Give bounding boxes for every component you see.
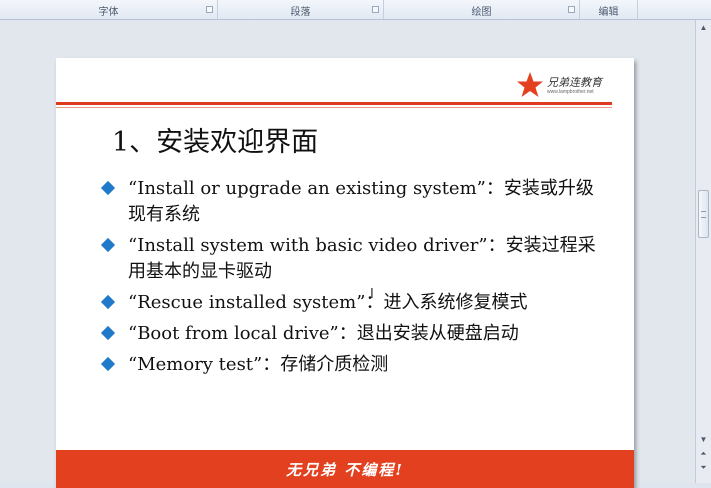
slide-title: 1、安装欢迎界面 (112, 127, 319, 158)
bullet-item: “Install or upgrade an existing system”：… (100, 176, 601, 228)
bullet-item: “Boot from local drive”：退出安装从硬盘启动 (100, 321, 601, 347)
footer-banner: 无兄弟 不编程! (56, 450, 634, 488)
ribbon-group-drawing: 绘图 (384, 0, 580, 19)
text-cursor-icon: I (370, 287, 374, 302)
bullet-item: “Rescue installed system”：进入系统修复模式 (100, 290, 601, 316)
dialog-launcher-icon[interactable] (206, 6, 213, 13)
slide-canvas[interactable]: 兄弟连教育 www.lampbrother.net 1、安装欢迎界面 “Inst… (0, 20, 695, 488)
bullet-text: “Boot from local drive”：退出安装从硬盘启动 (128, 323, 519, 344)
star-icon (517, 72, 543, 97)
bullet-text: “Install or upgrade an existing system”：… (128, 178, 594, 225)
grip-icon (701, 211, 706, 218)
header-rule-thin (56, 107, 612, 108)
ribbon-group-label: 字体 (98, 7, 119, 18)
diamond-bullet-icon (100, 325, 116, 341)
bullet-list: “Install or upgrade an existing system”：… (100, 176, 601, 383)
footer-slogan: 无兄弟 不编程! (286, 461, 404, 479)
ribbon-group-bar: 字体 段落 绘图 编辑 (0, 0, 711, 20)
dialog-launcher-icon[interactable] (568, 6, 575, 13)
diamond-bullet-icon (100, 180, 116, 196)
logo-text: 兄弟连教育 (547, 76, 602, 89)
ribbon-group-paragraph: 段落 (218, 0, 384, 19)
next-page-icon[interactable]: ⏷ (700, 463, 707, 472)
bullet-item: “Memory test”：存储介质检测 (100, 352, 601, 378)
brand-logo: 兄弟连教育 www.lampbrother.net (516, 71, 612, 99)
scrollbar-thumb[interactable] (698, 190, 709, 238)
ribbon-group-editing: 编辑 (580, 0, 638, 19)
logo-url: www.lampbrother.net (547, 89, 594, 95)
ribbon-group-label: 段落 (290, 7, 311, 18)
ribbon-group-font: 字体 (0, 0, 218, 19)
header-rule (56, 102, 612, 105)
diamond-bullet-icon (100, 237, 116, 253)
diamond-bullet-icon (100, 294, 116, 310)
bullet-item: “Install system with basic video driver”… (100, 233, 601, 285)
diamond-bullet-icon (100, 356, 116, 372)
slide-page[interactable]: 兄弟连教育 www.lampbrother.net 1、安装欢迎界面 “Inst… (56, 58, 634, 488)
vertical-scrollbar[interactable]: ▲ ▼ ⏶ ⏷ (695, 20, 711, 483)
scroll-up-icon[interactable]: ▲ (699, 23, 708, 32)
bullet-text: “Memory test”：存储介质检测 (128, 354, 389, 375)
ribbon-group-label: 绘图 (471, 7, 492, 18)
dialog-launcher-icon[interactable] (372, 6, 379, 13)
bullet-text: “Install system with basic video driver”… (128, 235, 596, 282)
bullet-text: “Rescue installed system”：进入系统修复模式 (128, 292, 528, 313)
previous-page-icon[interactable]: ⏶ (700, 449, 707, 458)
scroll-down-icon[interactable]: ▼ (699, 435, 708, 444)
ribbon-group-label: 编辑 (598, 7, 619, 18)
